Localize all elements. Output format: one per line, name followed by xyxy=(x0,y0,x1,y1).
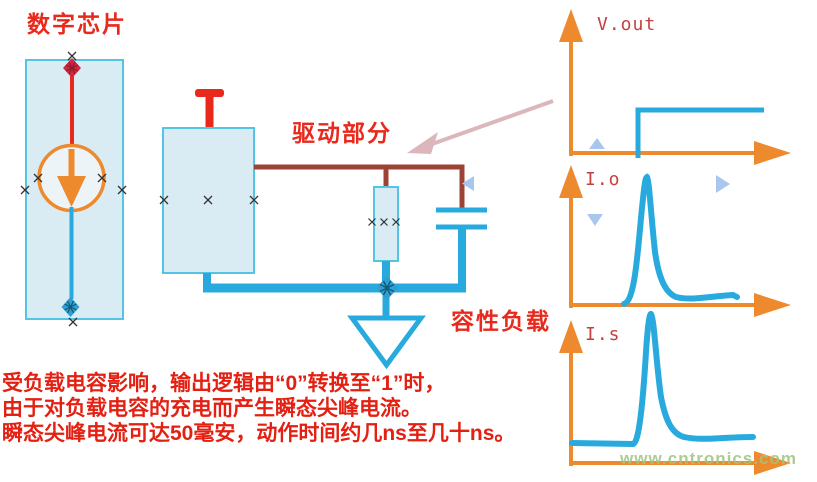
io-y-axis-arrow-icon xyxy=(559,165,583,198)
ground-bus-blue xyxy=(203,261,466,370)
vout-step-curve xyxy=(635,107,764,158)
selection-x-mark[interactable] xyxy=(67,51,77,61)
annotation-line-3: 瞬态尖峰电流可达50毫安，动作时间约几ns至几十ns。 xyxy=(2,422,516,445)
ground-symbol xyxy=(347,315,426,370)
waveform-label-io: I.o xyxy=(585,169,621,190)
output-wire-brown xyxy=(254,164,465,208)
driver-selection-x-marks xyxy=(159,195,259,205)
resistor-selection-x-marks xyxy=(368,218,400,226)
selection-x-mark[interactable] xyxy=(249,195,259,205)
selection-x-mark[interactable] xyxy=(68,317,78,327)
endpoint-diamond-blue[interactable] xyxy=(61,297,80,317)
selection-x-mark[interactable] xyxy=(380,218,388,226)
watermark-text: www.cntronics.com xyxy=(620,449,797,468)
selection-x-mark[interactable] xyxy=(20,185,30,195)
mini-right-triangle-icon[interactable] xyxy=(716,175,730,193)
annotation-line-1: 受负载电容影响，输出逻辑由“0”转换至“1”时， xyxy=(2,372,446,395)
selection-x-mark[interactable] xyxy=(97,173,107,183)
vout-x-axis-arrow-icon xyxy=(754,141,791,165)
mini-down-triangle-icon[interactable] xyxy=(587,214,603,226)
mini-left-triangle-icon[interactable] xyxy=(462,176,474,191)
waveform-panel-io xyxy=(559,165,791,317)
io-spike-curve xyxy=(621,173,740,307)
is-y-axis-arrow-icon xyxy=(559,320,583,353)
callout-arrow-pink xyxy=(407,99,554,154)
vout-y-axis-arrow-icon xyxy=(559,9,583,42)
mini-up-triangle-icon[interactable] xyxy=(589,138,605,149)
junction-diamond-blue[interactable] xyxy=(376,276,398,300)
current-source-arrow-head xyxy=(57,176,86,207)
waveform-label-vout: V.out xyxy=(597,14,657,35)
annotation-line-2: 由于对负载电容的充电而产生瞬态尖峰电流。 xyxy=(2,397,422,420)
callout-arrow-shaft xyxy=(431,99,554,146)
selection-x-mark[interactable] xyxy=(159,195,169,205)
io-x-axis-arrow-icon xyxy=(754,293,791,317)
is-x-axis-arrow-icon xyxy=(754,451,791,475)
waveform-panel-is xyxy=(559,310,791,475)
capacitor xyxy=(436,207,487,290)
selection-x-mark[interactable] xyxy=(392,218,400,226)
annotation-text-block: 受负载电容影响，输出逻辑由“0”转换至“1”时， 由于对负载电容的充电而产生瞬态… xyxy=(2,371,515,446)
selection-x-mark[interactable] xyxy=(117,185,127,195)
selection-x-mark[interactable] xyxy=(33,173,43,183)
callout-arrow-head xyxy=(407,132,438,154)
waveform-panel-vout xyxy=(559,9,791,165)
capacitive-load-label: 容性负载 xyxy=(451,308,551,334)
digital-chip-block xyxy=(20,51,127,327)
chip-selection-x-marks xyxy=(20,51,127,327)
resistor xyxy=(368,186,400,262)
selection-x-mark[interactable] xyxy=(368,218,376,226)
power-t-stem xyxy=(205,92,214,130)
driver-section-label: 驱动部分 xyxy=(292,120,392,146)
brown-wire-path xyxy=(254,164,465,208)
digital-chip-label: 数字芯片 xyxy=(27,11,127,37)
is-spike-curve xyxy=(569,310,756,448)
endpoint-diamond-red[interactable] xyxy=(63,58,81,78)
waveform-label-is: I.s xyxy=(585,324,621,345)
driver-block xyxy=(159,89,259,274)
selection-x-mark[interactable] xyxy=(203,195,213,205)
